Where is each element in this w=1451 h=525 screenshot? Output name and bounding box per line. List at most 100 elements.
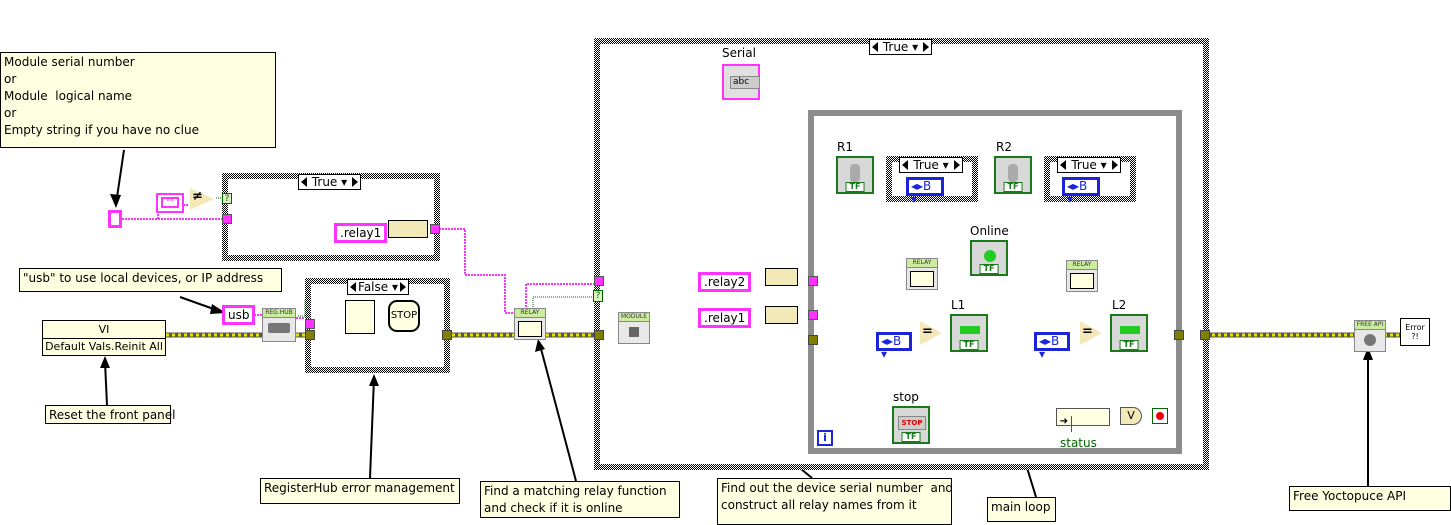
relay1-label: RELAY xyxy=(907,259,937,268)
equal-glyph: = xyxy=(1082,324,1093,339)
empty-string-text: "" xyxy=(161,197,179,208)
enum-b-l2: ◂▸B ▾ xyxy=(1034,332,1070,361)
l1-indicator: TF xyxy=(950,314,988,352)
tf-label: TF xyxy=(845,182,865,192)
free-api-subvi[interactable]: FREE API xyxy=(1354,320,1386,352)
string-tunnel xyxy=(305,319,315,329)
relay2-constant: .relay2 xyxy=(698,272,752,292)
string-tunnel xyxy=(430,224,440,234)
module-subvi[interactable]: MODULE xyxy=(618,312,650,344)
toggle-switch-icon xyxy=(1008,164,1018,182)
case-label: True xyxy=(913,158,939,172)
note-find-relay: Find a matching relay function and check… xyxy=(480,481,680,518)
case-selector-terminal: ? xyxy=(593,290,603,302)
unbundle-status-node: ➜ status xyxy=(1056,408,1110,450)
enum-value: B xyxy=(923,179,932,193)
usb-constant: usb xyxy=(222,305,256,325)
note-main-loop: main loop xyxy=(987,497,1056,522)
invoke-method: Default Vals.Reinit All xyxy=(45,340,163,353)
equal-glyph: = xyxy=(922,324,933,339)
concatenate-strings-node xyxy=(388,220,428,238)
case-register-error xyxy=(305,278,450,373)
enum-value: B xyxy=(1079,179,1088,193)
serial-label: Serial xyxy=(722,46,756,60)
case-selector-module-check[interactable]: True ▾ xyxy=(298,174,361,190)
loop-iteration-terminal: i xyxy=(817,430,833,446)
enum-b-r2: ◂▸B ▾ xyxy=(1062,177,1100,206)
tf-label: TF xyxy=(959,340,979,350)
relay2-label: RELAY xyxy=(1067,261,1097,270)
error-tunnel xyxy=(1174,330,1184,340)
error-tunnel xyxy=(808,335,818,345)
case-label: True xyxy=(1071,158,1097,172)
case-selector-r1[interactable]: True ▾ xyxy=(899,157,963,173)
case-label: False xyxy=(358,280,389,294)
note-reset-panel: Reset the front panel xyxy=(45,405,176,424)
equal-node xyxy=(920,321,942,345)
enum-value: B xyxy=(1051,334,1060,348)
l2-indicator: TF xyxy=(1110,314,1148,352)
concatenate-strings-node xyxy=(765,306,798,324)
error-tunnel xyxy=(442,330,452,340)
tf-label: TF xyxy=(901,432,921,442)
online-led-indicator: TF xyxy=(970,240,1008,276)
not-equal-glyph: ≠ xyxy=(192,189,203,204)
online-label: Online xyxy=(970,224,1009,238)
note-registerhub-error: RegisterHub error management xyxy=(260,478,460,504)
r2-label: R2 xyxy=(996,140,1012,154)
l2-label: L2 xyxy=(1112,298,1127,312)
usb-plug-icon xyxy=(268,323,290,333)
serial-value: abc xyxy=(730,76,760,89)
invoke-node: VI Default Vals.Reinit All xyxy=(42,320,166,356)
serial-indicator: abc xyxy=(722,64,760,100)
case-label: True xyxy=(882,40,909,54)
string-tunnel xyxy=(222,214,232,224)
case-selector-main[interactable]: True ▾ xyxy=(869,39,932,55)
note-free-api: Free Yoctopuce API xyxy=(1289,486,1451,511)
case-selector-r2[interactable]: True ▾ xyxy=(1057,157,1121,173)
r2-toggle-control[interactable]: TF xyxy=(994,156,1032,194)
empty-string-constant: "" xyxy=(156,193,184,213)
relay1-constant-inner: .relay1 xyxy=(698,308,752,328)
enum-b-l1: ◂▸B ▾ xyxy=(876,332,912,361)
case-label: True xyxy=(311,175,338,189)
enum-value: B xyxy=(893,334,902,348)
case-module-check xyxy=(222,173,440,261)
module-label: MODULE xyxy=(619,313,649,322)
loop-condition-terminal xyxy=(1152,408,1168,424)
relay1-subvi[interactable]: RELAY xyxy=(906,258,938,290)
r1-label: R1 xyxy=(837,140,853,154)
case-selector-terminal: ? xyxy=(222,193,232,204)
enum-b-r1: ◂▸B ▾ xyxy=(906,177,944,206)
led-bar-icon xyxy=(960,326,980,334)
tf-label: TF xyxy=(979,264,999,274)
arrow-right-icon: ➜ xyxy=(1057,416,1072,432)
reg-hub-subvi[interactable]: REG.HUB xyxy=(262,308,296,342)
error-dialog-icon: Error ?! xyxy=(1400,318,1430,346)
arrow-reset xyxy=(104,361,108,406)
relay-icon xyxy=(910,271,934,287)
tf-label: TF xyxy=(1003,182,1023,192)
stop-if-true-icon xyxy=(1156,412,1164,420)
relay-find-label: RELAY xyxy=(515,309,545,318)
relay-find-subvi[interactable]: RELAY xyxy=(514,308,546,340)
led-icon xyxy=(984,250,996,262)
string-tunnel xyxy=(594,276,604,286)
error-tunnel xyxy=(1200,330,1210,340)
relay2-subvi[interactable]: RELAY xyxy=(1066,260,1098,292)
arrow-find-relay xyxy=(539,344,577,482)
module-id-control[interactable] xyxy=(108,210,122,228)
reg-hub-label: REG.HUB xyxy=(263,309,295,318)
status-label: status xyxy=(1060,436,1097,450)
r1-toggle-control[interactable]: TF xyxy=(836,156,874,194)
stop-sign-icon: STOP xyxy=(388,300,420,332)
string-tunnel xyxy=(808,310,818,320)
case-selector-register-error[interactable]: False ▾ xyxy=(347,279,409,295)
chip-icon xyxy=(629,327,639,337)
error-tunnel xyxy=(594,330,604,340)
invoke-class: VI xyxy=(43,321,165,339)
stop-label: stop xyxy=(893,390,919,404)
note-find-serial: Find out the device serial number and co… xyxy=(717,478,953,525)
or-node: V xyxy=(1120,407,1142,425)
